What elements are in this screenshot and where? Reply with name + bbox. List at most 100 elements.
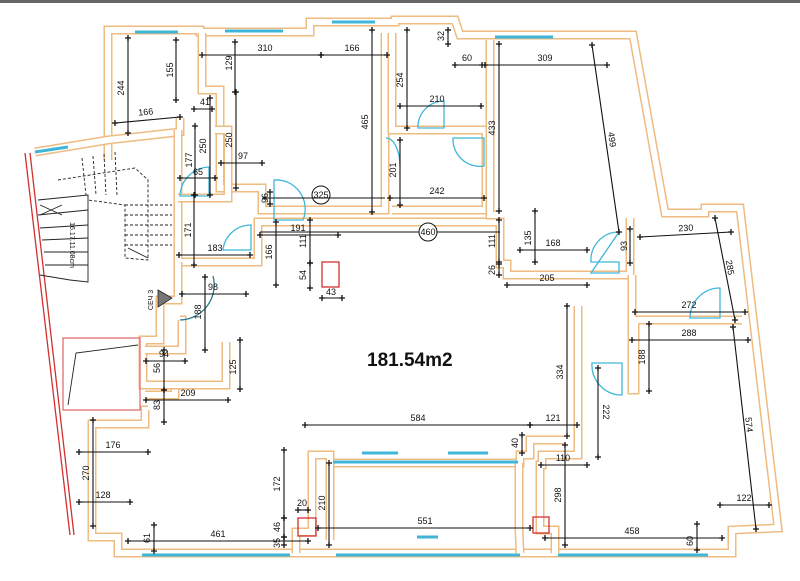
dimension-label: 110 [556, 453, 570, 463]
room-marker-325: 325 [311, 185, 331, 205]
dimension-tick [161, 419, 167, 425]
dimension-tick [504, 282, 510, 288]
dimension-tick [112, 120, 118, 126]
dimension-tick [76, 449, 82, 455]
dimension-25: 93 [619, 226, 633, 266]
dimension-32: 166 [264, 219, 279, 288]
chimney [532, 516, 550, 534]
dimension-label: 40 [510, 438, 520, 448]
dimension-28: 230 [637, 223, 734, 240]
dimension-2: 155 [165, 37, 179, 103]
dimension-label: 166 [264, 244, 274, 259]
dimension-tick [384, 52, 390, 58]
dimension-tick [397, 137, 403, 143]
dimension-label: 574 [743, 417, 755, 433]
dimension-tick [627, 260, 633, 266]
dimension-3: 244 [116, 35, 131, 136]
dimension-tick [482, 62, 488, 68]
dimension-tick [191, 106, 197, 112]
dimension-label: 288 [681, 328, 696, 338]
dimension-49: 584 [302, 413, 533, 428]
dimension-tick [562, 542, 568, 548]
dimension-63: 551 [315, 516, 533, 531]
dimension-36: 54 [298, 260, 313, 291]
dimension-tick [281, 515, 287, 521]
dimension-tick [179, 291, 185, 297]
staircase: 16.17.11.08cm [37, 151, 172, 283]
walls [34, 15, 784, 558]
dimension-label: 61 [142, 533, 152, 543]
dimension-tick [452, 62, 458, 68]
dimension-label: 129 [224, 55, 234, 70]
dimension-53: 222 [595, 365, 611, 460]
dimension-tick [176, 252, 182, 258]
dimension-tick [326, 460, 332, 466]
dimension-tick [173, 97, 179, 103]
dimension-tick [745, 337, 751, 343]
dimension-label: 309 [537, 53, 552, 63]
dimension-label: 54 [298, 270, 308, 280]
dimension-45: 125 [228, 337, 243, 392]
dimension-35: 96 [260, 189, 273, 207]
dimension-tick [192, 123, 198, 129]
dimension-tick [445, 41, 451, 47]
dimension-tick [273, 219, 279, 225]
dimension-tick [369, 209, 375, 215]
dimension-tick [125, 538, 131, 544]
dimension-tick [233, 89, 239, 95]
chimney [297, 517, 317, 537]
dimension-15: 32 [436, 27, 451, 47]
dimension-tick [151, 522, 157, 528]
dimension-tick [632, 309, 638, 315]
dimension-label: 298 [553, 487, 563, 502]
dimension-38: 98 [179, 282, 249, 297]
dimension-label: 35 [272, 538, 282, 548]
light-well [62, 337, 141, 411]
dimension-68: 458 [542, 526, 725, 541]
dimension-37: 43 [319, 287, 345, 301]
dimension-tick [404, 27, 410, 33]
dimension-tick [281, 534, 287, 540]
dimension-label: 244 [116, 80, 126, 95]
dimension-21: 499 [589, 42, 622, 235]
dimension-tick [305, 507, 311, 513]
dimension-tick [202, 274, 208, 280]
dimension-tick [177, 175, 183, 181]
dimension-59: 210 [317, 460, 332, 548]
stair-label: 16.17.11.08cm [68, 222, 75, 268]
dimension-tick [564, 303, 570, 309]
dimension-tick [232, 39, 238, 45]
dimension-56: 128 [76, 490, 133, 505]
dimension-tick [604, 62, 610, 68]
dimension-tick [212, 175, 218, 181]
dimension-tick [237, 386, 243, 392]
dimension-65: 61 [142, 522, 157, 554]
dimension-47: 83 [152, 387, 167, 425]
dimension-label: 32 [436, 31, 446, 41]
dimension-label: 551 [417, 516, 432, 526]
dimension-label: 183 [207, 243, 222, 253]
dimension-33: 171 [183, 192, 197, 268]
dimension-tick [527, 525, 533, 531]
dimension-tick [90, 523, 96, 529]
dimension-label: 210 [317, 495, 327, 510]
section-marker: СЕЧ 3 [148, 289, 173, 310]
dimension-60: 298 [553, 442, 568, 548]
dimension-label: 201 [388, 162, 398, 177]
dimension-label: 310 [257, 43, 272, 53]
dimension-label: 93 [619, 241, 629, 251]
dimension-24: 168 [517, 238, 590, 253]
dimension-tick [519, 450, 525, 456]
dimension-label: 254 [395, 72, 405, 87]
dimension-label: 433 [487, 120, 497, 135]
dimension-48: 334 [555, 303, 570, 439]
dimension-1: 166 [318, 43, 390, 58]
dimension-label: 465 [360, 114, 370, 129]
windows [34, 20, 708, 557]
dimension-19: 210 [397, 94, 484, 109]
dimension-label: 111 [487, 234, 497, 248]
dimension-tick [302, 422, 308, 428]
dimension-tick [318, 52, 324, 58]
dimension-tick [326, 542, 332, 548]
